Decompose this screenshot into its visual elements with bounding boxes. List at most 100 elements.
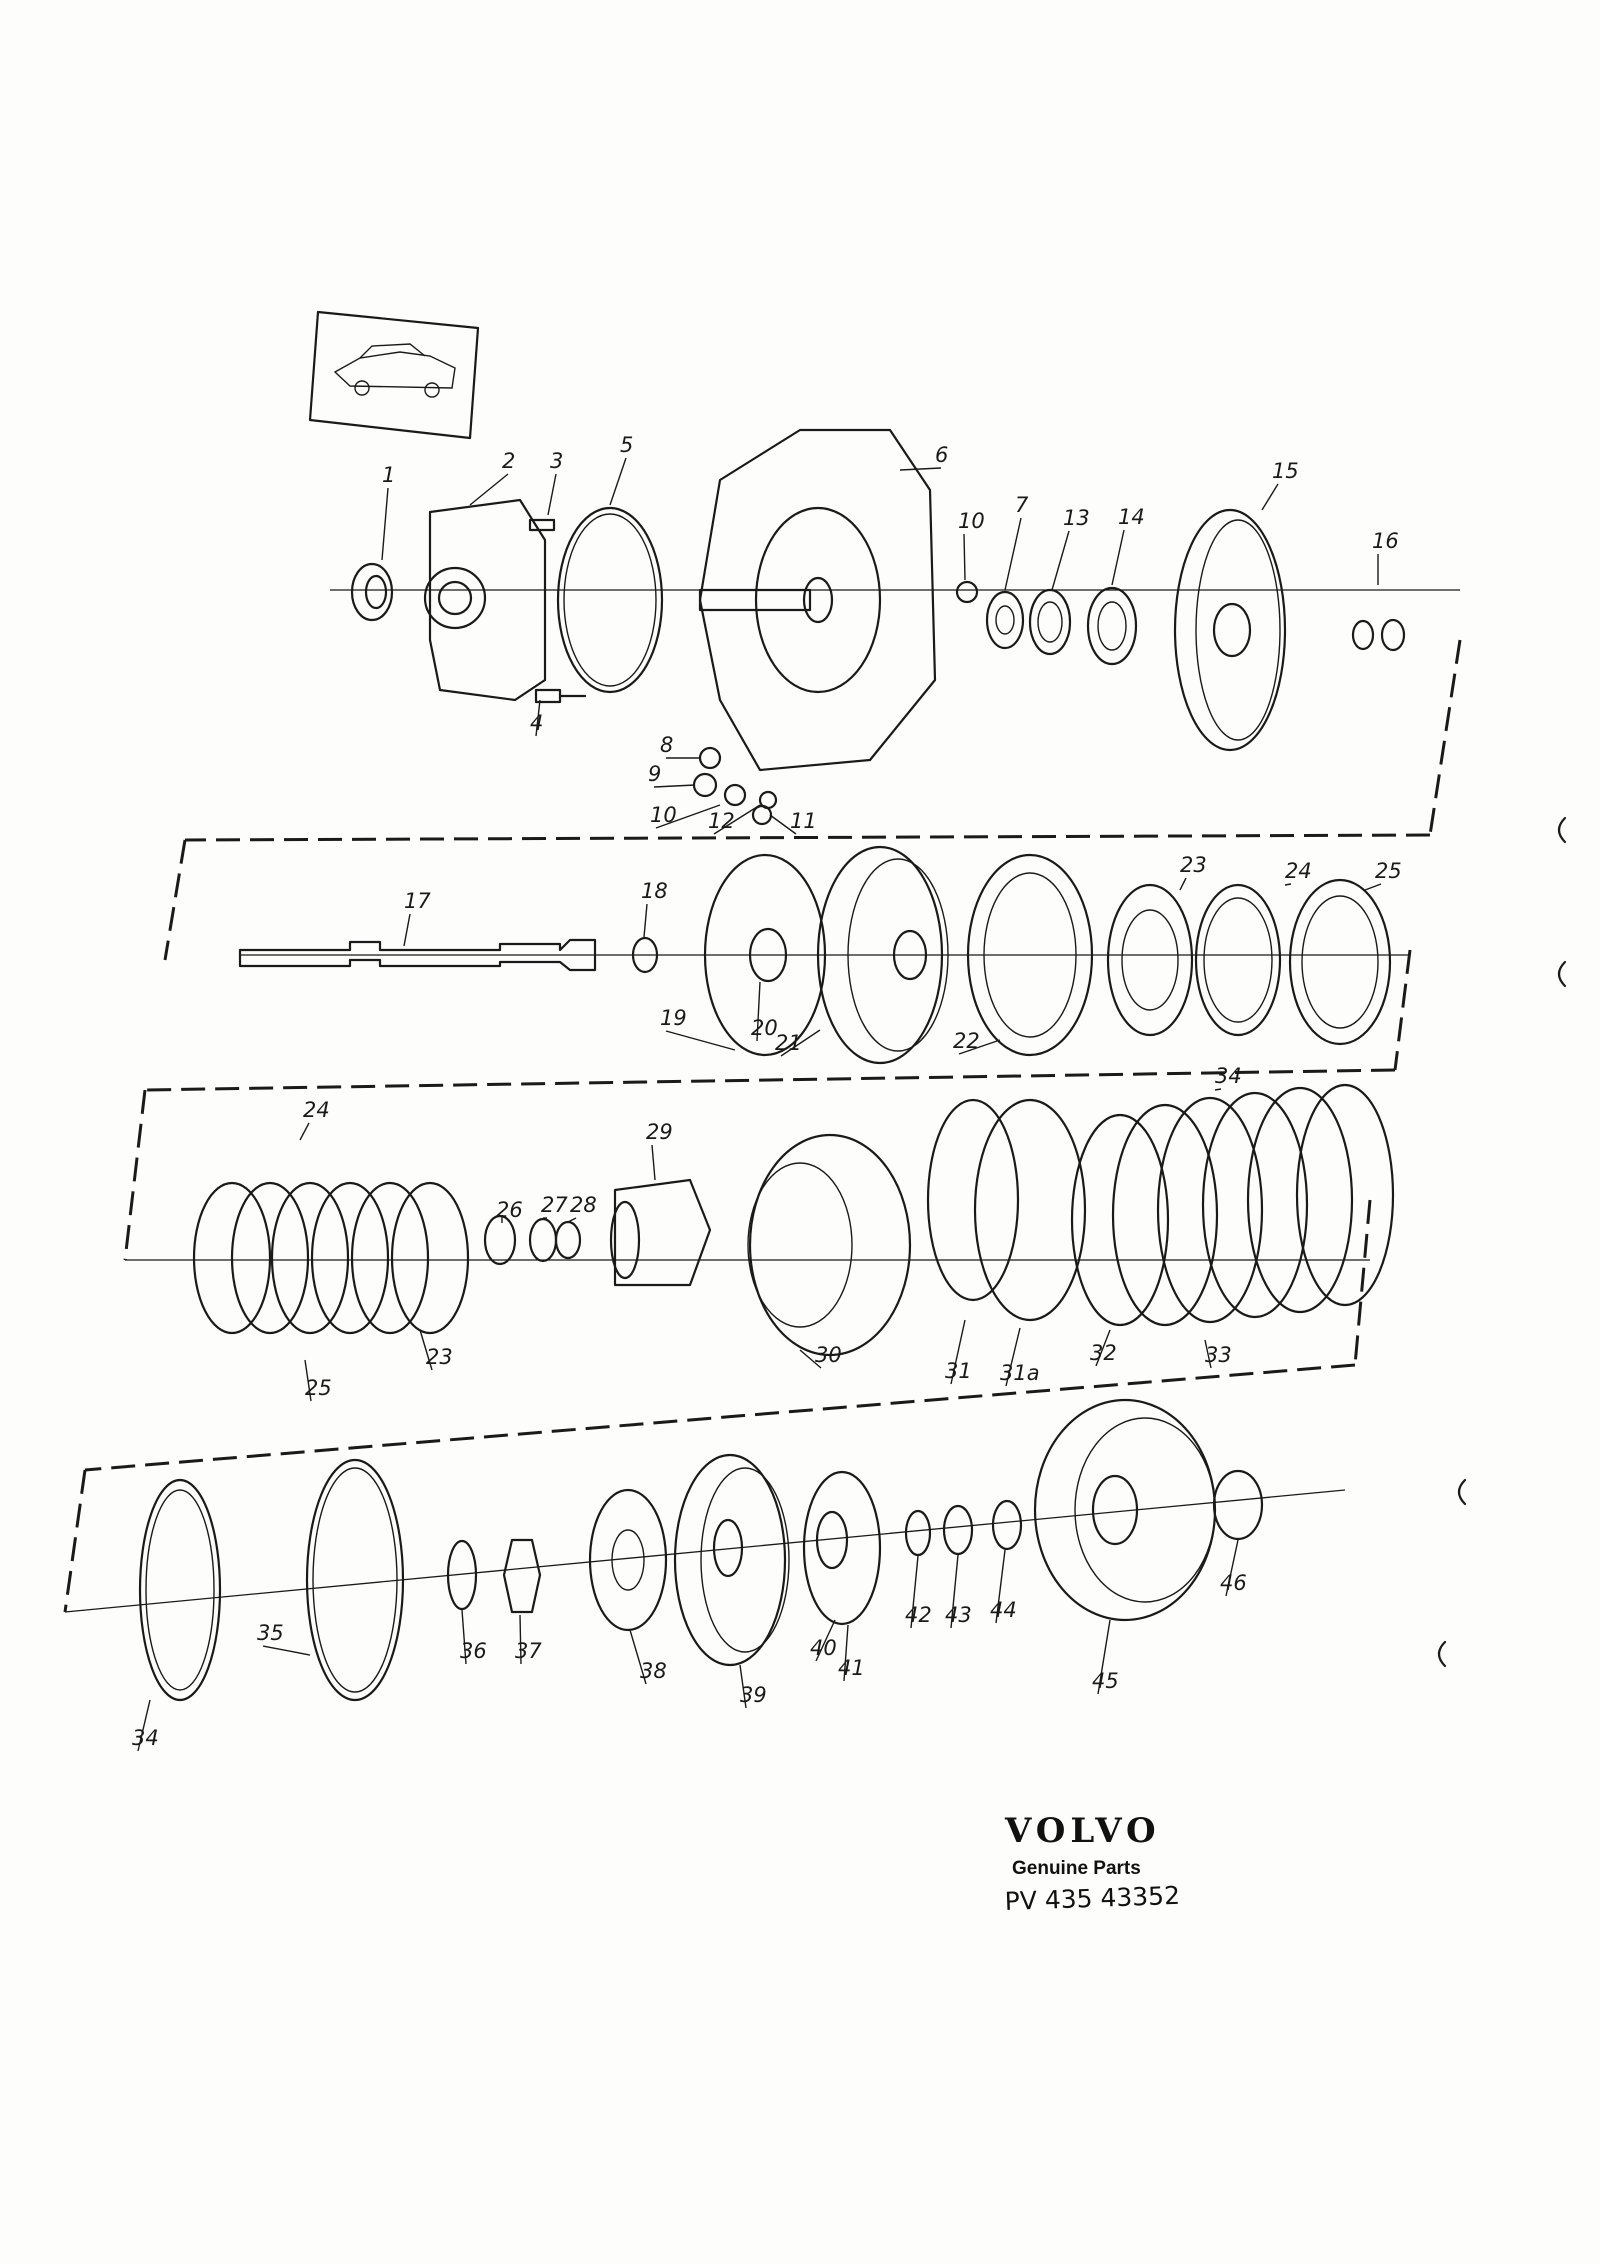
part-callout-16: 16 [1372,529,1399,553]
row-4-parts [63,1398,1346,1702]
leader-line [1111,529,1125,586]
leader-line [1051,530,1070,591]
part-callout-19: 19 [660,1006,687,1030]
leader-line [262,1645,311,1656]
genuine-parts-label: Genuine Parts [1012,1858,1141,1879]
part-callout-3: 3 [550,449,563,473]
part-callout-44: 44 [990,1598,1017,1622]
leader-line [963,533,966,581]
part-callout-32: 32 [1090,1341,1117,1365]
leader-line [519,1614,522,1665]
part-callout-46: 46 [1220,1571,1247,1595]
part-callout-11: 11 [790,809,817,833]
document-number: PV 435 43352 [1004,1881,1180,1916]
part-callout-17: 17 [404,889,431,913]
leader-line [535,699,541,737]
part-callout-15: 15 [1272,459,1299,483]
leader-line [567,1217,577,1223]
part-callout-42: 42 [905,1603,932,1627]
leader-line [304,1359,312,1402]
leader-line [655,804,721,829]
part-callout-1: 1 [382,463,395,487]
part-callout-40: 40 [810,1636,837,1660]
clutch-pack-right [1070,1083,1395,1327]
leader-line [1005,1327,1021,1387]
leader-line [756,981,761,1042]
part-callout-28: 28 [570,1193,597,1217]
leader-line [799,1349,822,1369]
leader-line [950,1554,959,1629]
part-callout-20: 20 [751,1016,778,1040]
part-callout-10: 10 [958,509,985,533]
leader-line [1364,883,1382,891]
part-callout-25: 25 [1375,859,1402,883]
leader-line [547,473,557,516]
part-callout-33: 33 [1205,1343,1232,1367]
leader-line [958,1039,1001,1055]
leader-line [769,814,797,835]
leader-line [899,467,942,471]
leader-line [1097,1619,1111,1695]
part-callout-22: 22 [953,1029,980,1053]
part-callout-45: 45 [1092,1669,1119,1693]
leader-line [1284,883,1292,886]
leader-line [461,1609,467,1665]
part-callout-30: 30 [815,1343,842,1367]
part-callout-6: 6 [935,443,948,467]
row-2-parts [144,839,1412,1092]
leader-line [299,1122,310,1141]
leader-line [137,1699,151,1752]
leader-line [1214,1088,1222,1091]
leader-line [995,1549,1006,1624]
part-callout-8: 8 [660,733,673,757]
leader-line [713,804,761,835]
part-callout-34: 34 [1215,1064,1242,1088]
leader-line [1179,877,1187,891]
part-callout-35: 35 [257,1621,284,1645]
part-callout-24: 24 [303,1098,330,1122]
leader-line [643,903,648,938]
part-callout-29: 29 [646,1120,673,1144]
part-callout-34: 34 [132,1726,159,1750]
part-callout-27: 27 [541,1193,568,1217]
part-callout-7: 7 [1015,493,1029,517]
part-callout-9: 9 [648,762,661,786]
leader-line [629,1629,647,1685]
leader-line [419,1329,433,1371]
volvo-logo: VOLVO [1004,1811,1161,1851]
leader-line [653,784,696,788]
row-1-parts [184,428,1462,842]
leader-line [910,1555,919,1629]
leader-line [1225,1539,1239,1597]
part-callout-31: 31 [945,1359,972,1383]
clutch-pack-left [192,1181,470,1335]
leader-line [950,1319,966,1385]
part-callout-13: 13 [1063,506,1090,530]
leader-line [1004,517,1022,591]
leader-line [609,457,627,506]
part-callout-31a: 31a [1000,1361,1040,1385]
leader-line [381,487,389,561]
leader-line [469,473,509,506]
part-callout-43: 43 [945,1603,972,1627]
margin-marks [1437,816,1567,1668]
leader-line [1261,483,1279,511]
leader-line [1204,1339,1212,1369]
part-callout-4: 4 [530,711,543,735]
leader-line [651,1144,656,1181]
part-callout-23: 23 [1180,853,1207,877]
brand-footer: VOLVO Genuine Parts PV 435 43352 [1004,1811,1180,1916]
leader-line [403,913,411,947]
part-callout-10: 10 [650,803,677,827]
part-callout-14: 14 [1118,505,1145,529]
leader-line [739,1664,747,1709]
part-callout-41: 41 [838,1656,865,1680]
leader-line [815,1619,836,1662]
part-callout-18: 18 [641,879,668,903]
leader-line [843,1624,849,1682]
row-3-parts [84,1083,1395,1472]
part-callout-24: 24 [1285,859,1312,883]
